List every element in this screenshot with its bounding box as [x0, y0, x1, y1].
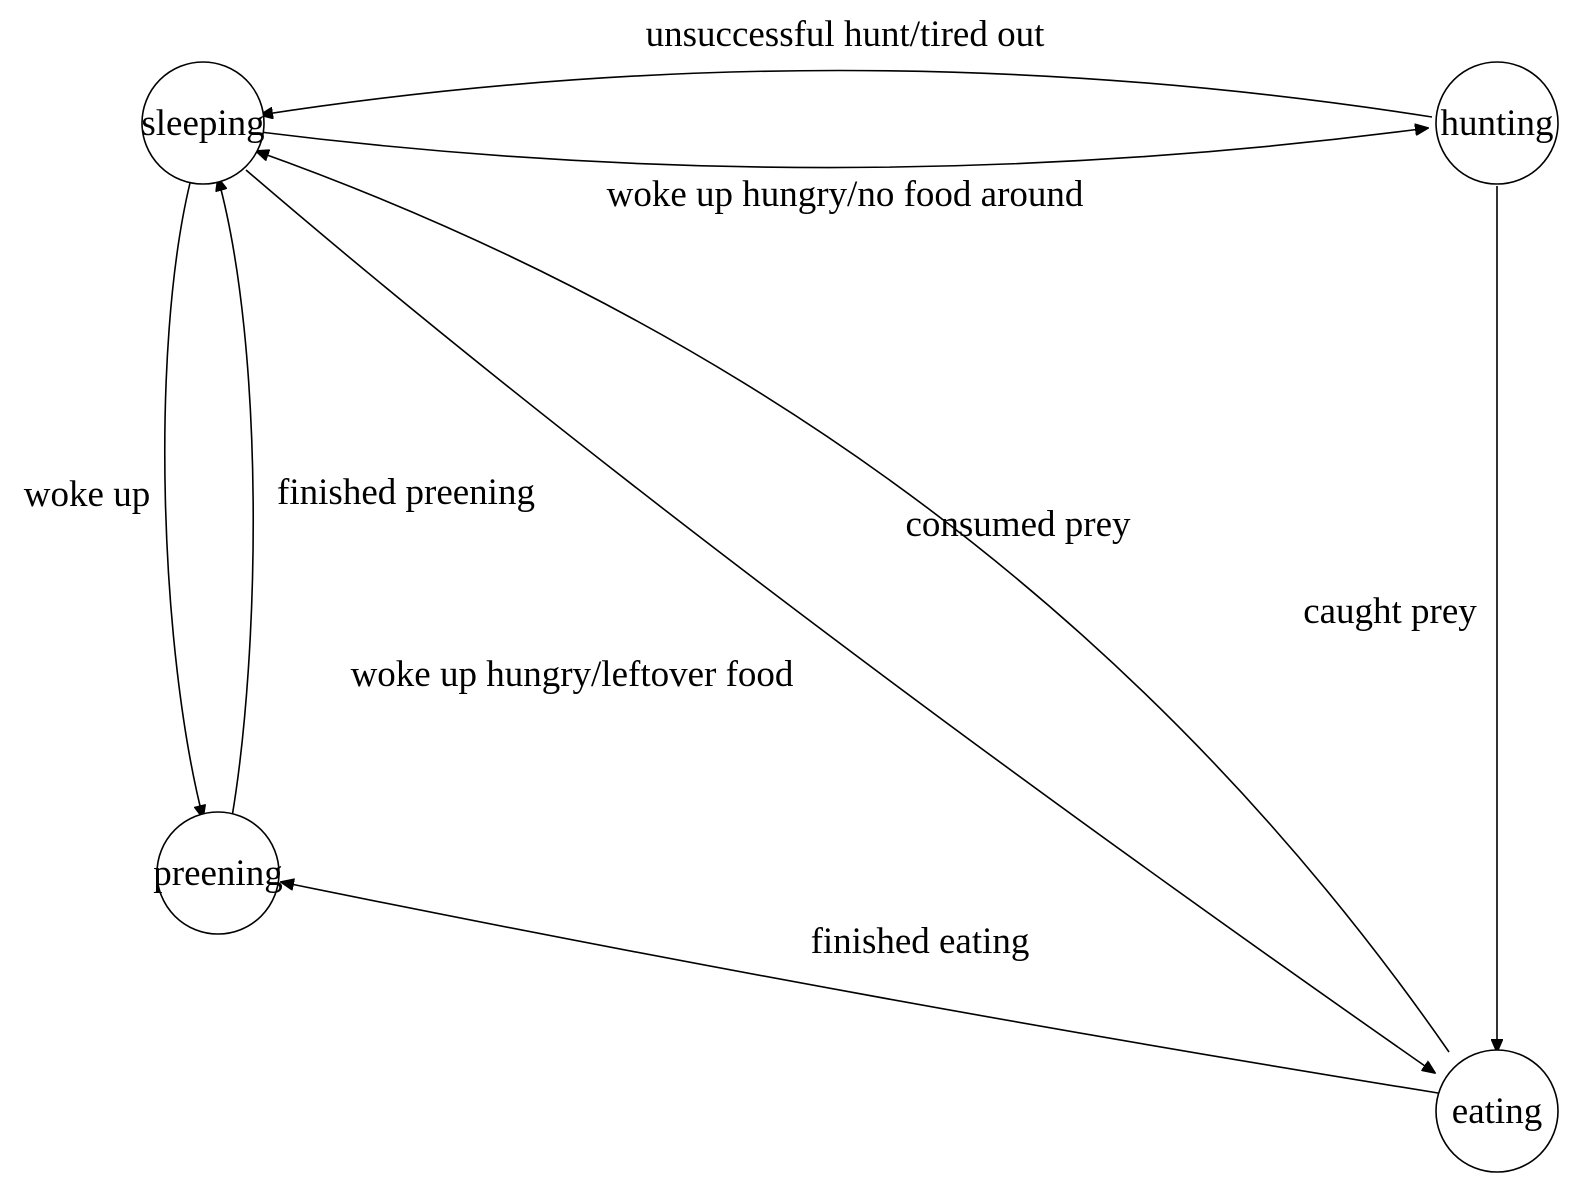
node-label-preening: preening [153, 853, 282, 894]
node-sleeping: sleeping [141, 61, 265, 185]
edge-hunting-to-sleeping [260, 69, 1433, 117]
edge-sleeping-to-hunting [259, 128, 1428, 169]
edge-eating-to-sleeping [256, 151, 1450, 1053]
edges: woke up hungry/no food around unsuccessf… [24, 14, 1497, 1094]
node-label-sleeping: sleeping [141, 103, 264, 144]
edge-label-preening-to-sleeping: finished preening [277, 472, 535, 513]
nodes: sleeping hunting preening eating [141, 61, 1559, 1173]
node-eating: eating [1435, 1049, 1559, 1173]
edge-sleeping-to-eating [245, 169, 1435, 1073]
edge-label-hunting-to-sleeping: unsuccessful hunt/tired out [646, 14, 1045, 55]
edge-eating-to-preening [281, 882, 1439, 1094]
node-label-hunting: hunting [1440, 103, 1553, 144]
edge-label-hunting-to-eating: caught prey [1303, 591, 1477, 632]
edge-label-sleeping-to-eating: woke up hungry/leftover food [351, 654, 794, 695]
edge-label-eating-to-sleeping: consumed prey [905, 504, 1131, 545]
edge-preening-to-sleeping [218, 178, 255, 818]
node-hunting: hunting [1435, 61, 1559, 185]
edge-label-sleeping-to-preening: woke up [24, 474, 150, 515]
edge-label-eating-to-preening: finished eating [811, 921, 1030, 962]
edge-label-sleeping-to-hunting: woke up hungry/no food around [607, 174, 1084, 215]
node-label-eating: eating [1452, 1091, 1542, 1132]
node-preening: preening [153, 811, 283, 935]
edge-sleeping-to-preening [163, 182, 203, 818]
